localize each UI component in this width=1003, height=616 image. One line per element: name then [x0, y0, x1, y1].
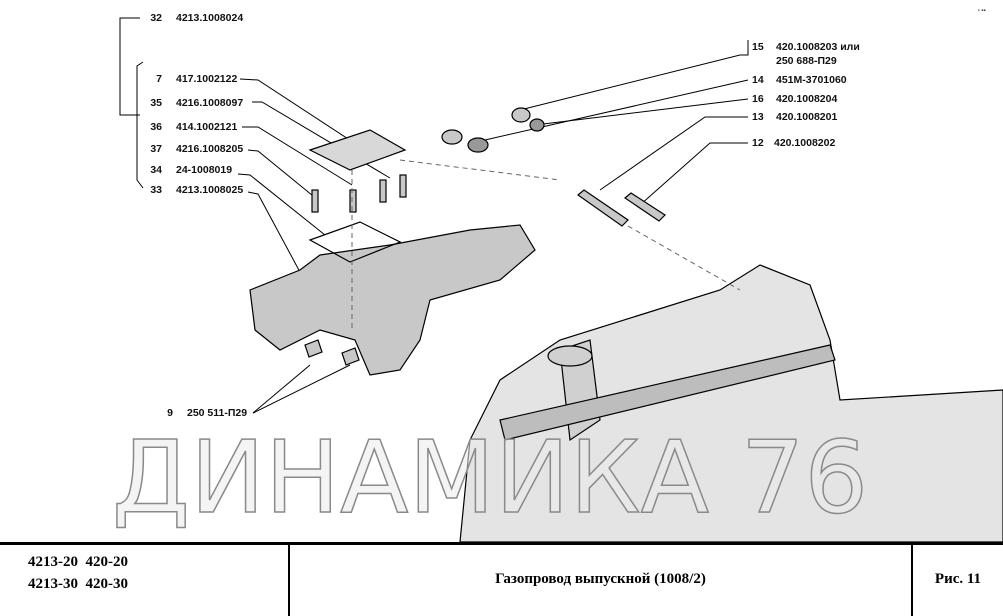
callout-number: 7	[156, 73, 162, 85]
part-code: 4216.1008097	[176, 97, 244, 109]
corner-mark: ⬞ ▪▪	[978, 8, 986, 14]
part-code: 420.1008204	[776, 93, 838, 105]
part-code: 420.1008201	[776, 111, 838, 123]
part-code: 4213.1008024	[176, 12, 244, 24]
part-code: 24-1008019	[176, 164, 233, 176]
divider	[288, 545, 290, 616]
part-code: 451М-3701060	[776, 74, 847, 86]
model: 4213-20	[28, 554, 78, 570]
callout-number: 36	[150, 121, 162, 133]
part-code: 420.1008202	[774, 137, 836, 149]
part-code: 250 511-П29	[187, 407, 248, 419]
callout-number: 33	[150, 184, 162, 196]
callout-number: 9	[167, 407, 173, 419]
engine: 420-20	[85, 554, 129, 570]
callout-number: 37	[150, 143, 162, 155]
part-code: 4216.1008205	[176, 143, 244, 155]
divider	[911, 545, 913, 616]
engine: 420-30	[85, 576, 129, 592]
part-code: 4213.1008025	[176, 184, 244, 196]
title-block: 4213-20 420-20 4213-30 420-30 Газопровод…	[0, 542, 1003, 616]
callout-number: 14	[752, 74, 764, 86]
callout-number: 13	[752, 111, 764, 123]
figure-number: Рис. 11	[934, 571, 982, 587]
callout-number: 12	[752, 137, 764, 149]
exploded-view-drawing: ⬞ ▪▪	[119, 8, 1003, 543]
model-list: 4213-20 420-20 4213-30 420-30	[28, 554, 128, 593]
part-code: 417.1002122	[176, 73, 238, 85]
drawing-title: Газопровод выпускной (1008/2)	[495, 571, 706, 587]
part-code: 420.1008203 или	[776, 41, 860, 53]
part-code-alt: 250 688-П29	[776, 55, 837, 67]
callout-number: 32	[150, 12, 162, 24]
callout-number: 35	[150, 97, 162, 109]
callout-number: 16	[752, 93, 764, 105]
callout-number: 15	[752, 41, 764, 53]
callout-number: 34	[150, 164, 162, 176]
part-code: 414.1002121	[176, 121, 238, 133]
model: 4213-30	[28, 576, 78, 592]
